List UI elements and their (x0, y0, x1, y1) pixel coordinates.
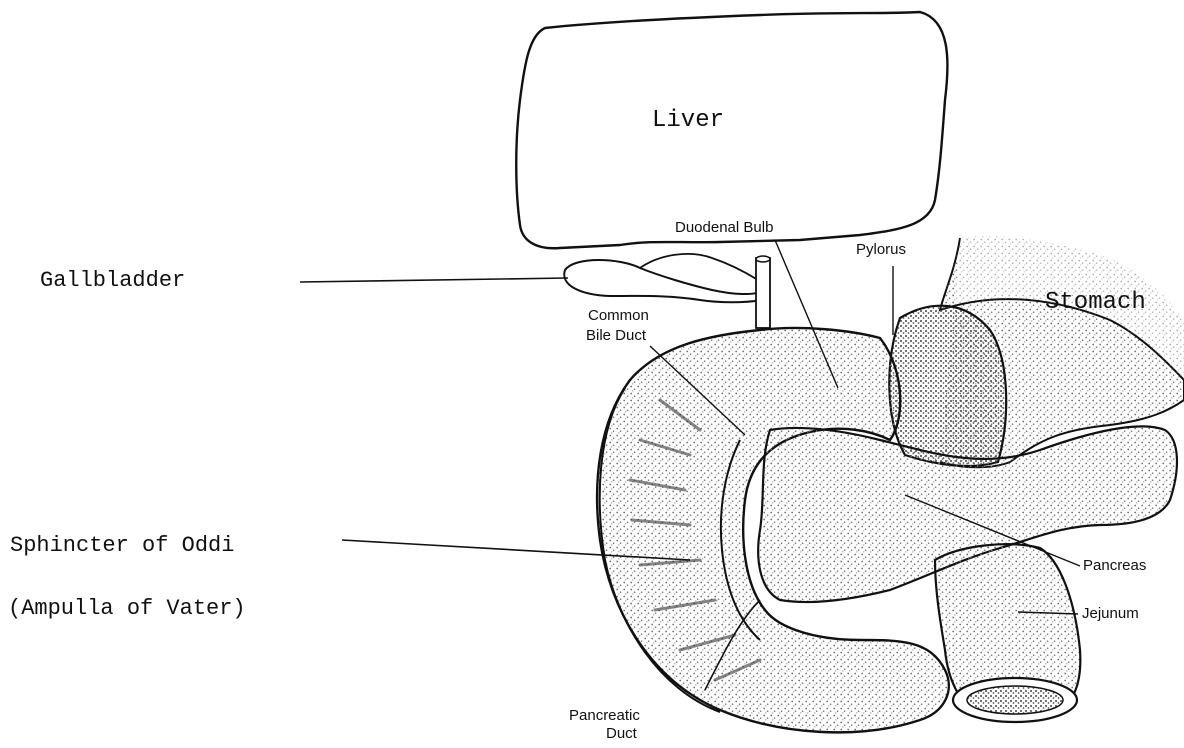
sphincter-label: Sphincter of Oddi (10, 533, 234, 558)
liver-outline (516, 12, 947, 248)
bile-duct-opening (756, 256, 770, 262)
cystic-duct (640, 254, 758, 280)
pancreatic-duct-label-2: Duct (606, 725, 638, 742)
pylorus-label: Pylorus (856, 241, 906, 258)
gallbladder-label: Gallbladder (40, 268, 185, 293)
pyloric-ring (889, 306, 1006, 466)
pancreatic-duct-label-1: Pancreatic (569, 707, 640, 724)
common-bile-duct-label-1: Common (588, 307, 649, 324)
common-bile-duct (756, 258, 770, 328)
liver-label: Liver (652, 107, 724, 134)
jejunum-lumen (967, 686, 1063, 714)
ampulla-label: (Ampulla of Vater) (8, 596, 246, 621)
duodenal-bulb-label: Duodenal Bulb (675, 219, 773, 236)
stomach-label: Stomach (1045, 289, 1146, 316)
common-bile-duct-label-2: Bile Duct (586, 327, 647, 344)
pancreas-label: Pancreas (1083, 557, 1146, 574)
jejunum-label: Jejunum (1082, 605, 1139, 622)
gallbladder-leader (300, 278, 568, 282)
